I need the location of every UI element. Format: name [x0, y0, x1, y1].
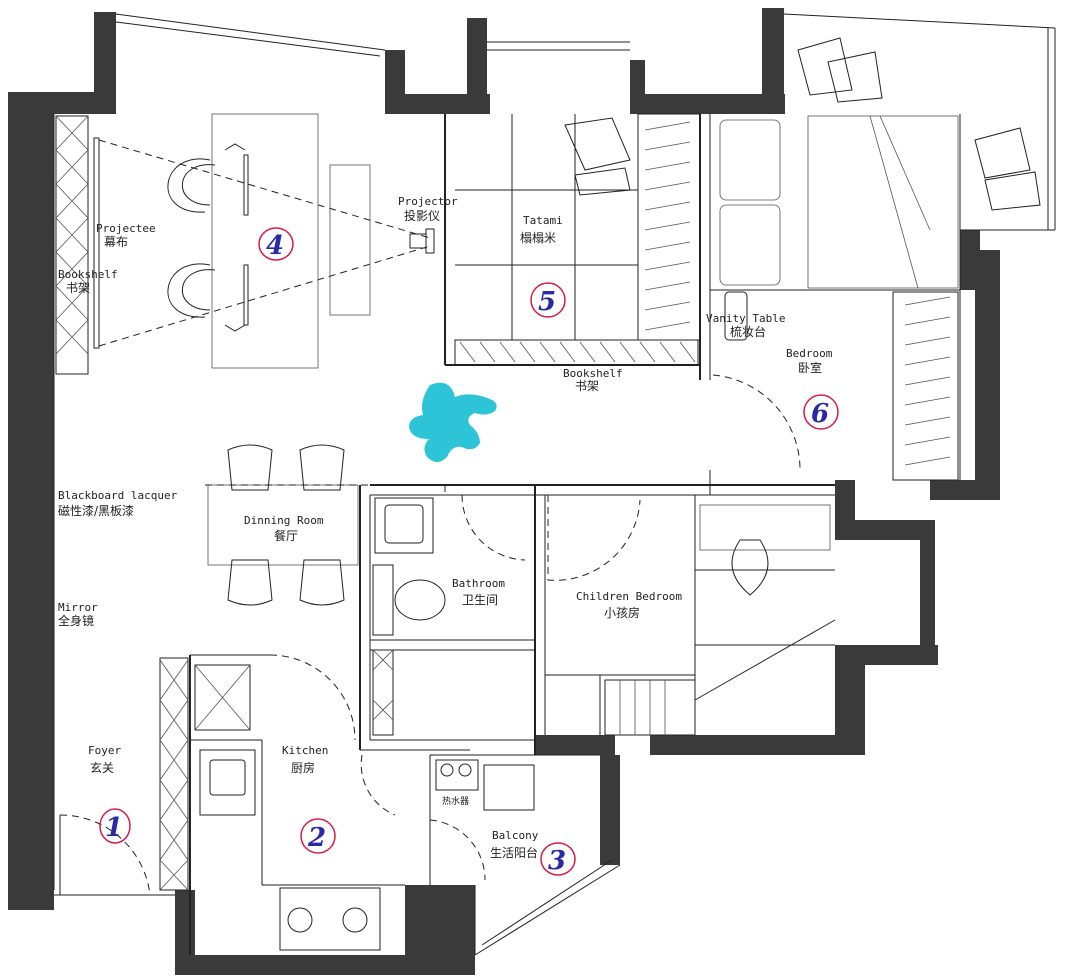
label-children-en: Children Bedroom [576, 590, 682, 603]
room-labels: Projectee 幕布 Bookshelf 书架 Projector 投影仪 … [58, 195, 833, 860]
marker-1: 1 [99, 808, 131, 844]
furniture [55, 37, 1041, 951]
label-mirror-cn: 全身镜 [58, 613, 94, 628]
label-bookshelf-left-cn: 书架 [66, 281, 90, 295]
marker-5-text: 5 [538, 287, 556, 317]
marker-6: 6 [803, 394, 839, 430]
label-kitchen-cn: 厨房 [291, 760, 315, 775]
bookshelf-left [55, 115, 89, 375]
walls [8, 8, 1000, 975]
marker-2: 2 [300, 818, 336, 854]
label-projector-en: Projector [398, 195, 458, 208]
label-blackboard-en: Blackboard lacquer [58, 489, 178, 502]
label-tatami-cn: 榻榻米 [520, 231, 556, 245]
label-dining-en: Dinning Room [244, 514, 324, 527]
label-tatami-en: Tatami [523, 214, 563, 227]
marker-6-text: 6 [811, 399, 829, 429]
marker-3-text: 3 [548, 846, 566, 876]
marker-2-text: 2 [307, 823, 326, 853]
marker-5: 5 [530, 282, 566, 318]
label-mirror-en: Mirror [58, 601, 98, 614]
label-projectee-en: Projectee [96, 222, 156, 235]
marker-4: 4 [258, 227, 294, 261]
lounge-chair [167, 263, 249, 332]
label-bedroom-cn: 卧室 [798, 360, 822, 375]
label-bathroom-cn: 卫生间 [462, 593, 498, 607]
marker-4-text: 4 [266, 231, 284, 261]
label-kitchen-en: Kitchen [282, 744, 328, 757]
tatami-grid [454, 113, 701, 366]
label-projectee-cn: 幕布 [104, 235, 128, 249]
label-water-heater: 热水器 [442, 795, 469, 807]
label-balcony-en: Balcony [492, 829, 539, 842]
label-vanity-cn: 梳妆台 [730, 324, 766, 339]
label-dining-cn: 餐厅 [274, 528, 298, 543]
label-bookshelf-mid-cn: 书架 [575, 379, 599, 393]
label-blackboard-cn: 磁性漆/黑板漆 [58, 503, 134, 518]
lounge-chair [167, 143, 249, 216]
label-bookshelf-mid-en: Bookshelf [563, 367, 623, 380]
label-projector-cn: 投影仪 [404, 208, 440, 223]
label-children-cn: 小孩房 [604, 605, 640, 620]
label-bedroom-en: Bedroom [786, 347, 833, 360]
label-foyer-en: Foyer [88, 744, 121, 757]
robot-mascot [409, 382, 497, 462]
label-bathroom-en: Bathroom [452, 577, 505, 590]
zone-markers: 1 2 3 4 5 6 [99, 227, 839, 876]
doors [59, 374, 835, 896]
label-bookshelf-left-en: Bookshelf [58, 268, 118, 281]
label-vanity-en: Vanity Table [706, 312, 785, 325]
marker-1-text: 1 [105, 813, 123, 843]
label-balcony-cn: 生活阳台 [490, 845, 538, 860]
label-foyer-cn: 玄关 [90, 760, 114, 775]
marker-3: 3 [540, 842, 576, 876]
